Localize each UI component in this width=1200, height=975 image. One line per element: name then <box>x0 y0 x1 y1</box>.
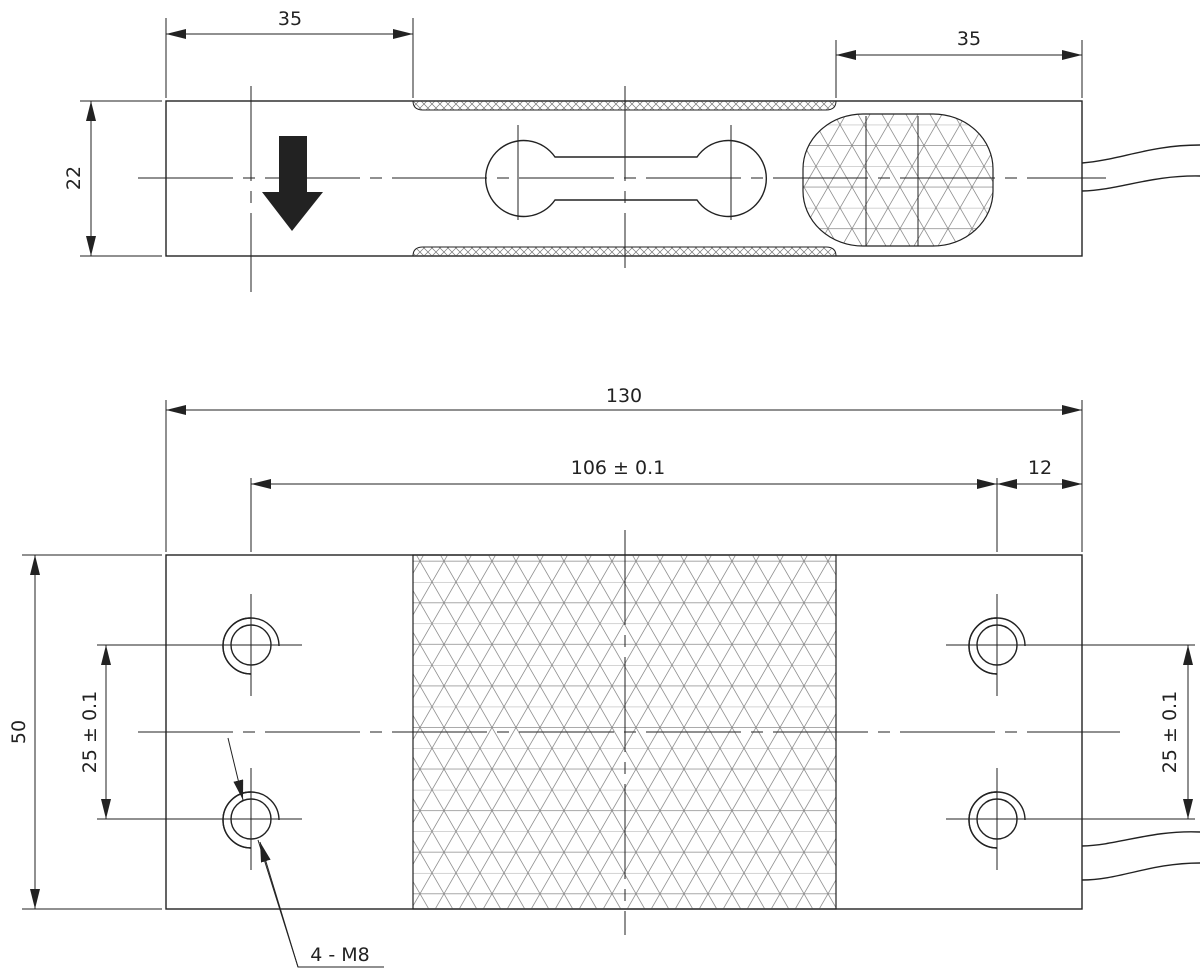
bottom-view: 130 106 ± 0.1 12 50 25 ± 0.1 25 ± 0.1 <box>8 385 1200 968</box>
mounting-hole <box>200 594 302 696</box>
strain-gauge-cutout <box>484 139 768 218</box>
mounting-hole <box>946 768 1048 870</box>
thread-callout-label: 4 - M8 <box>310 944 370 966</box>
dim-left-hole-pitch-label: 25 ± 0.1 <box>79 691 101 773</box>
dim-right-width-label: 35 <box>957 28 981 50</box>
cable <box>1081 175 1200 192</box>
cable <box>1081 831 1200 847</box>
dim-left-width-label: 35 <box>278 8 302 30</box>
cable <box>1081 144 1200 164</box>
thread-leader-arrow <box>259 841 299 968</box>
mounting-hole <box>946 594 1048 696</box>
down-arrow-icon <box>262 136 323 231</box>
dim-bottom-height-label: 50 <box>8 720 30 744</box>
cable <box>1081 862 1200 881</box>
dim-right-hole-pitch-label: 25 ± 0.1 <box>1159 691 1181 773</box>
dim-end-offset-label: 12 <box>1028 457 1052 479</box>
top-view: 35 35 22 <box>63 8 1200 292</box>
dim-overall-length-label: 130 <box>606 385 642 407</box>
potting-area <box>802 113 994 247</box>
thread-leader-arrow <box>227 737 244 801</box>
dim-hole-spacing-label: 106 ± 0.1 <box>571 457 665 479</box>
mounting-hole <box>200 768 302 870</box>
dim-height-label: 22 <box>63 166 85 190</box>
